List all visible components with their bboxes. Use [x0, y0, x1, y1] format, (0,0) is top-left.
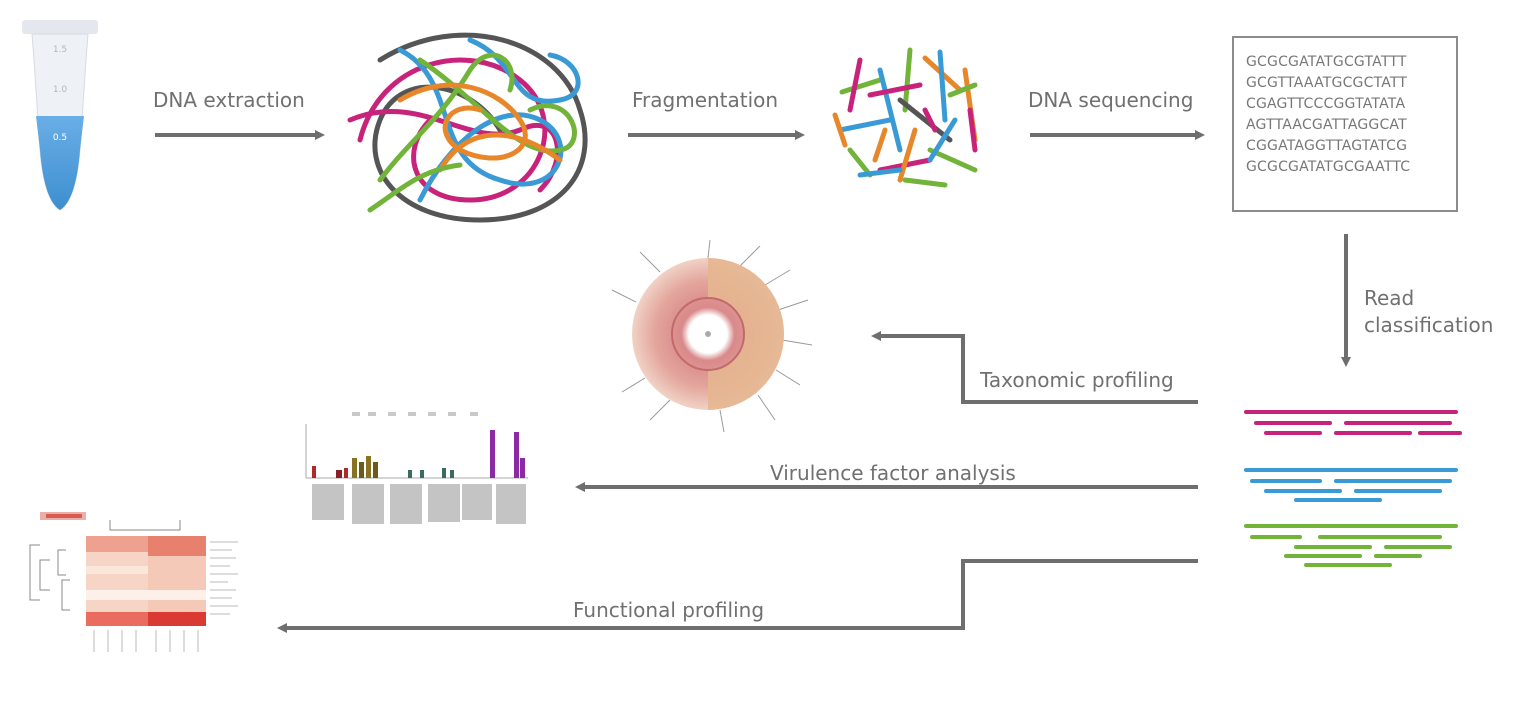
sequence-line: GCGTTAAATGCGCTATT — [1246, 75, 1408, 91]
dna-fragments-icon — [832, 47, 978, 188]
label-dna-sequencing: DNA sequencing — [1028, 88, 1194, 112]
label-virulence-factor-analysis: Virulence factor analysis — [770, 461, 1016, 485]
tangled-dna-icon — [347, 32, 588, 223]
label-fragmentation: Fragmentation — [632, 88, 779, 112]
label-read-classification-1: Read — [1364, 286, 1415, 310]
virulence-barchart-icon — [305, 412, 528, 524]
sequence-reads-box: GCGCGATATGCGTATTT GCGTTAAATGCGCTATT CGAG… — [1232, 36, 1458, 212]
tube-mark-1: 1.5 — [53, 45, 67, 55]
sequence-line: GCGCGATATGCGAATTC — [1246, 159, 1411, 175]
sample-tube-icon: 1.5 1.0 0.5 — [22, 20, 98, 211]
classified-reads-icon — [1244, 410, 1462, 567]
label-taxonomic-profiling: Taxonomic profiling — [980, 368, 1174, 392]
sequence-line: GCGCGATATGCGTATTT — [1246, 54, 1407, 70]
label-read-classification-2: classification — [1364, 313, 1494, 337]
sequence-line: CGAGTTCCCGGTATATA — [1246, 96, 1406, 112]
sequence-line: AGTTAACGATTAGGCAT — [1246, 117, 1407, 133]
label-functional-profiling: Functional profiling — [573, 598, 765, 622]
arrow-functional-profiling — [277, 559, 1198, 633]
sequence-line: CGGATAGGTTAGTATCG — [1246, 138, 1408, 154]
functional-heatmap-icon — [29, 512, 238, 652]
taxonomy-sunburst-icon — [611, 239, 813, 433]
tube-mark-2: 1.0 — [53, 85, 68, 95]
tube-mark-3: 0.5 — [53, 133, 67, 143]
arrow-taxonomic-profiling — [871, 331, 1198, 404]
label-dna-extraction: DNA extraction — [153, 88, 305, 112]
